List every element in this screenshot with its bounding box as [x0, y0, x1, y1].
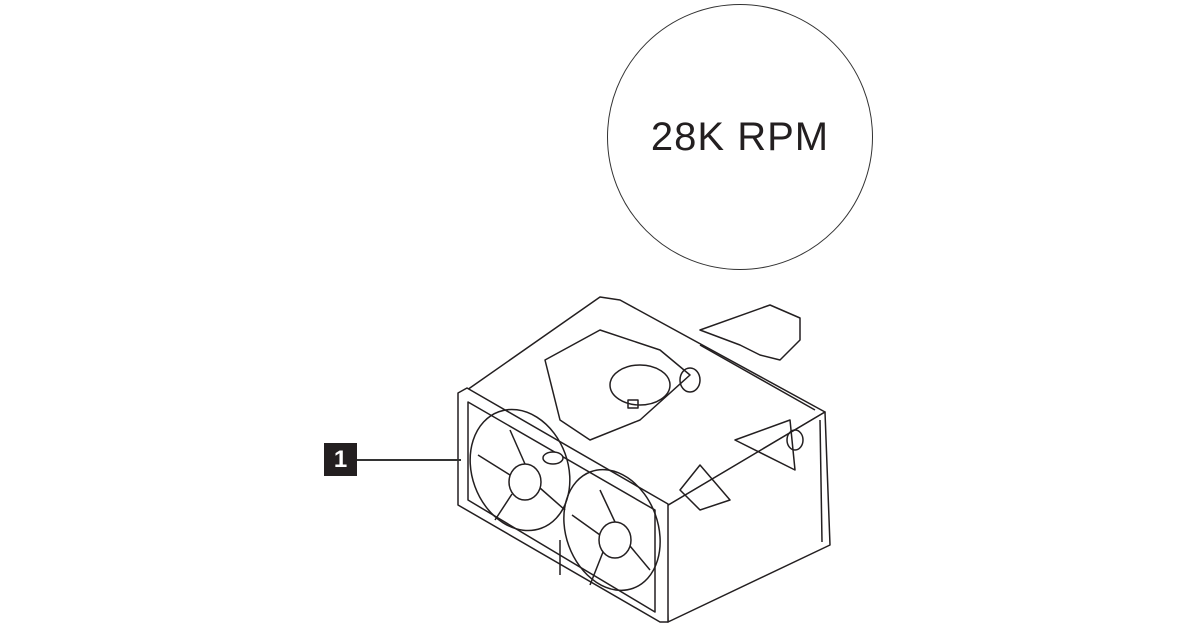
release-latch — [542, 451, 564, 465]
fan-speed-label: 28K RPM — [650, 114, 830, 159]
callout-leader-line — [357, 459, 461, 461]
front-fan-left — [469, 408, 571, 532]
fan-handle — [699, 304, 801, 361]
rear-fan-rotor — [544, 329, 691, 441]
fan-speed-circle: 28K RPM — [607, 4, 873, 270]
callout-number: 1 — [324, 443, 357, 476]
front-fan-right — [563, 468, 661, 592]
